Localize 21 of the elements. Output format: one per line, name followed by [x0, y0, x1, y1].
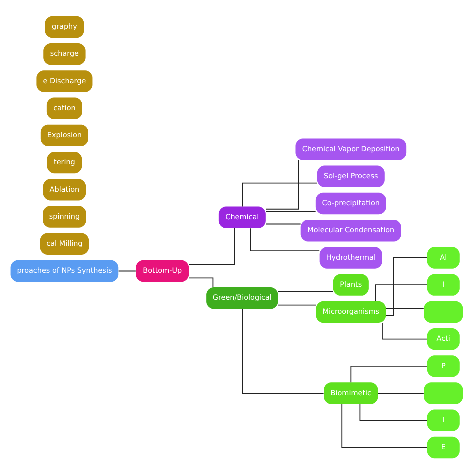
- connector: [242, 182, 318, 207]
- connector: [378, 392, 424, 394]
- connector: [386, 308, 424, 309]
- connector: [386, 257, 428, 316]
- connector: [266, 211, 316, 212]
- connector: [342, 404, 428, 448]
- connector: [188, 228, 236, 265]
- connector: [188, 277, 214, 288]
- connector: [278, 304, 317, 306]
- connector: [360, 403, 428, 421]
- connector: [350, 365, 428, 383]
- connector: [242, 308, 324, 394]
- connector: [266, 160, 300, 210]
- connector: [382, 322, 428, 340]
- connector: [266, 223, 302, 224]
- connector: [118, 270, 136, 272]
- node-box: [424, 300, 464, 323]
- connector: [278, 290, 334, 292]
- node-box: [424, 382, 464, 404]
- connector: [250, 228, 320, 251]
- connector: [375, 284, 428, 302]
